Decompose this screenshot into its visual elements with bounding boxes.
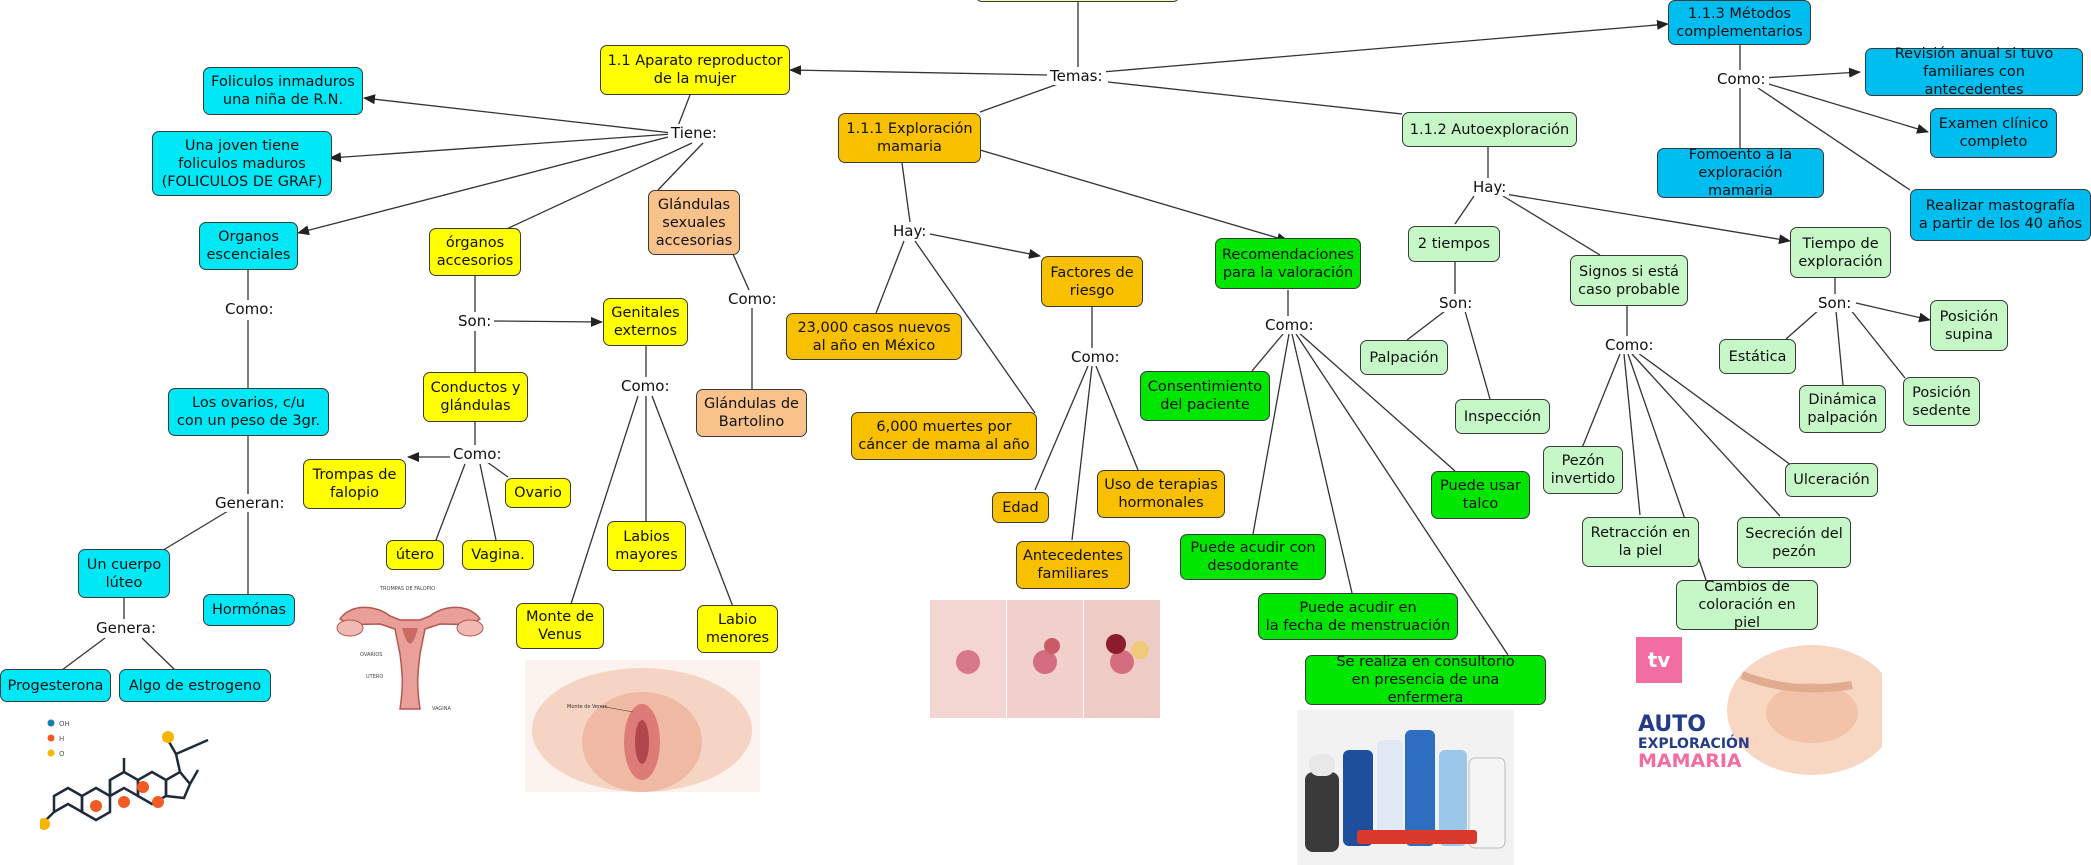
node-mastografia[interactable]: Realizar mastografía a partir de los 40 … xyxy=(1910,189,2091,241)
node-aparato-reproductor[interactable]: 1.1 Aparato reproductor de la mujer xyxy=(600,45,790,95)
uterus-caption-vagina: VAGINA xyxy=(432,706,452,712)
node-dinamica[interactable]: Dinámica palpación xyxy=(1799,385,1886,433)
node-consultorio[interactable]: Se realiza en consultorio en presencia d… xyxy=(1305,654,1546,706)
label-como-metodos: Como: xyxy=(1714,70,1769,88)
deodorant-products-illustration xyxy=(1305,730,1506,852)
tv-badge-text: tv xyxy=(1647,648,1671,672)
label-generan: Generan: xyxy=(212,494,288,512)
node-metodos-complementarios[interactable]: 1.1.3 Métodos complementarios xyxy=(1668,0,1811,45)
node-casos-nuevos[interactable]: 23,000 casos nuevos al año en México xyxy=(786,313,962,360)
node-muertes[interactable]: 6,000 muertes por cáncer de mama al año xyxy=(851,412,1037,460)
node-antecedentes[interactable]: Antecedentes familiares xyxy=(1016,541,1130,589)
legend-h: H xyxy=(59,735,64,743)
node-inspeccion[interactable]: Inspección xyxy=(1455,399,1550,434)
uterus-caption-trompas: TROMPAS DE FALOPIO xyxy=(379,586,435,592)
node-foliculos-inmaduros[interactable]: Foliculos inmaduros una niña de R.N. xyxy=(203,67,363,115)
node-bartolino[interactable]: Glándulas de Bartolino xyxy=(696,389,807,437)
node-organos-accesorios[interactable]: órganos accesorios xyxy=(429,228,521,276)
label-hay-auto: Hay: xyxy=(1470,178,1510,196)
node-conductos-glandulas[interactable]: Conductos y glándulas xyxy=(423,372,528,422)
node-utero[interactable]: útero xyxy=(386,540,444,570)
monte-venus-image: Monte de Venus xyxy=(525,660,760,792)
node-hormonas[interactable]: Hormónas xyxy=(203,594,295,626)
uterus-caption-utero: UTERO xyxy=(366,674,383,680)
steroid-molecule-image: OH H O xyxy=(40,710,220,835)
label-hay-exploracion: Hay: xyxy=(890,222,930,240)
label-son-tiempos: Son: xyxy=(1436,294,1476,312)
label-como-factores: Como: xyxy=(1068,348,1123,366)
node-cambios-coloracion[interactable]: Cambios de coloración en piel xyxy=(1676,579,1818,631)
uterus-caption-ovarios: OVARIOS xyxy=(360,652,382,658)
node-posicion-sedente[interactable]: Posición sedente xyxy=(1903,377,1980,426)
node-glandulas-sexuales[interactable]: Glándulas sexuales accesorias xyxy=(648,190,740,255)
node-secrecion[interactable]: Secreción del pezón xyxy=(1737,517,1851,568)
node-autoexploracion[interactable]: 1.1.2 Autoexploración xyxy=(1402,112,1577,147)
node-vagina[interactable]: Vagina. xyxy=(462,540,534,570)
node-progesterona[interactable]: Progesterona xyxy=(0,669,111,702)
label-como-glandulas: Como: xyxy=(725,290,780,308)
node-monte-venus[interactable]: Monte de Venus xyxy=(516,603,604,649)
logo-mamaria: MAMARIA xyxy=(1638,750,1742,772)
label-tiene: Tiene: xyxy=(668,124,720,142)
label-genera: Genera: xyxy=(93,619,159,637)
tv-badge: tv xyxy=(1636,637,1682,683)
node-fomento[interactable]: Fomoento a la exploración mamaria xyxy=(1657,147,1824,199)
autoexploracion-logo-image: tv AUTO EXPLORACIÓN MAMARIA xyxy=(1634,635,1882,775)
node-ulceracion[interactable]: Ulceración xyxy=(1785,463,1878,497)
node-trompas-falopio[interactable]: Trompas de falopio xyxy=(303,459,406,509)
node-examen-clinico[interactable]: Examen clínico completo xyxy=(1930,108,2057,158)
node-revision-anual[interactable]: Revisión anual si tuvo familiares con an… xyxy=(1865,46,2083,98)
label-son-accesorios: Son: xyxy=(455,312,495,330)
node-joven-foliculos[interactable]: Una joven tiene foliculos maduros (FOLIC… xyxy=(152,131,332,196)
node-factores-riesgo[interactable]: Factores de riesgo xyxy=(1041,256,1143,307)
node-palpacion[interactable]: Palpación xyxy=(1360,340,1448,375)
self-exam-illustration xyxy=(1727,645,1882,775)
node-recomendaciones[interactable]: Recomendaciones para la valoración xyxy=(1215,238,1361,289)
node-edad[interactable]: Edad xyxy=(992,492,1049,523)
label-son-tiempo-exploracion: Son: xyxy=(1815,294,1855,312)
uterus-diagram-image: TROMPAS DE FALOPIO OVARIOS UTERO VAGINA xyxy=(330,584,495,714)
node-ovario[interactable]: Ovario xyxy=(505,478,571,508)
node-dos-tiempos[interactable]: 2 tiempos xyxy=(1408,226,1500,262)
node-terapias[interactable]: Uso de terapias hormonales xyxy=(1097,470,1225,518)
label-como-esenciales: Como: xyxy=(222,300,277,318)
products-image xyxy=(1297,710,1514,865)
node-genitales-externos[interactable]: Genitales externos xyxy=(603,298,688,346)
node-exploracion-mamaria[interactable]: 1.1.1 Exploración mamaria xyxy=(838,113,981,163)
node-retraccion[interactable]: Retracción en la piel xyxy=(1582,517,1699,567)
label-como-recomendaciones: Como: xyxy=(1262,316,1317,334)
steroid-molecule-icon: OH H O xyxy=(40,719,209,830)
node-pezon-invertido[interactable]: Pezón invertido xyxy=(1543,446,1623,494)
node-labio-menores[interactable]: Labio menores xyxy=(697,605,778,653)
label-como-conductos: Como: xyxy=(450,445,505,463)
legend-oh: OH xyxy=(59,720,70,728)
breast-illustration xyxy=(930,600,1160,718)
venus-illustration: Monte de Venus xyxy=(532,668,752,792)
label-como-genitales: Como: xyxy=(618,377,673,395)
node-consentimiento[interactable]: Consentimiento del paciente xyxy=(1140,371,1270,421)
node-desodorante[interactable]: Puede acudir con desodorante xyxy=(1180,534,1326,580)
node-estrogeno[interactable]: Algo de estrogeno xyxy=(119,669,271,702)
node-cuerpo-luteo[interactable]: Un cuerpo lúteo xyxy=(78,549,170,598)
node-signos[interactable]: Signos si está caso probable xyxy=(1570,255,1688,306)
logo-auto: AUTO xyxy=(1638,712,1706,737)
node-talco[interactable]: Puede usar talco xyxy=(1431,471,1530,519)
node-labios-mayores[interactable]: Labios mayores xyxy=(607,521,686,571)
node-ovarios[interactable]: Los ovarios, c/u con un peso de 3gr. xyxy=(168,388,329,436)
node-tiempo-exploracion[interactable]: Tiempo de exploración xyxy=(1790,227,1891,278)
node-organos-esenciales[interactable]: Organos escenciales xyxy=(199,222,298,270)
node-estatica[interactable]: Estática xyxy=(1719,339,1796,374)
logo-exploracion: EXPLORACIÓN xyxy=(1638,736,1750,752)
node-menstruacion[interactable]: Puede acudir en la fecha de menstruación xyxy=(1258,593,1458,640)
top-cut-node xyxy=(975,0,1180,2)
node-posicion-supina[interactable]: Posición supina xyxy=(1930,300,2008,351)
breast-signs-image xyxy=(930,600,1160,718)
venus-caption: Monte de Venus xyxy=(567,704,607,710)
uterus-illustration: TROMPAS DE FALOPIO OVARIOS UTERO VAGINA xyxy=(336,586,484,712)
label-como-signos: Como: xyxy=(1602,336,1657,354)
root-label: Temas: xyxy=(1047,67,1106,85)
legend-o: O xyxy=(59,750,65,758)
